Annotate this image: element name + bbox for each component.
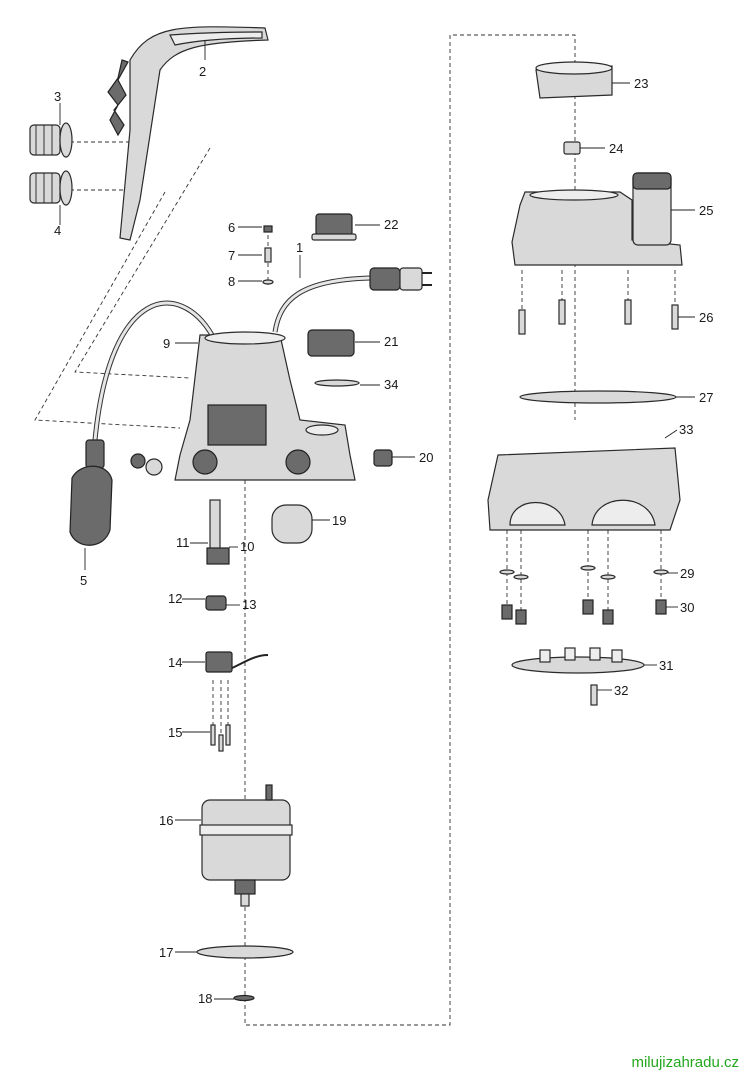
pump-chamber-25 xyxy=(511,172,683,266)
thread-cap-22 xyxy=(311,213,357,241)
callout-21: 21 xyxy=(384,334,398,349)
callout-4: 4 xyxy=(54,223,61,238)
callout-30: 30 xyxy=(680,600,694,615)
washer-18 xyxy=(233,994,255,1002)
small-fasteners xyxy=(262,225,274,285)
motor-16 xyxy=(199,784,293,907)
callout-10: 10 xyxy=(240,539,254,554)
callout-22: 22 xyxy=(384,217,398,232)
callout-7: 7 xyxy=(228,248,235,263)
float-switch xyxy=(69,300,215,546)
callout-27: 27 xyxy=(699,390,713,405)
assembly-guide-lines xyxy=(34,34,676,1026)
ring-17 xyxy=(196,945,294,959)
callout-16: 16 xyxy=(159,813,173,828)
callout-2: 2 xyxy=(199,64,206,79)
callout-20: 20 xyxy=(419,450,433,465)
hose-connector-4 xyxy=(29,170,73,206)
gasket-27 xyxy=(519,390,677,404)
shaft-10-11 xyxy=(206,499,230,565)
callout-24: 24 xyxy=(609,141,623,156)
callout-15: 15 xyxy=(168,725,182,740)
pump-housing xyxy=(174,331,356,481)
screws-15 xyxy=(210,724,231,752)
callout-29: 29 xyxy=(680,566,694,581)
callout-33: 33 xyxy=(679,422,693,437)
leader-lines xyxy=(59,40,695,1000)
callout-13: 13 xyxy=(242,597,256,612)
callout-9: 9 xyxy=(163,336,170,351)
seal-12-13 xyxy=(205,595,227,611)
bracket-14 xyxy=(205,651,269,673)
callout-3: 3 xyxy=(54,89,61,104)
side-caps xyxy=(130,453,163,476)
handle-part xyxy=(107,26,269,241)
callout-6: 6 xyxy=(228,220,235,235)
base-plate-31 xyxy=(511,647,645,674)
cylinder-filter-19 xyxy=(271,504,313,544)
base-33 xyxy=(487,447,681,531)
hose-connector-3 xyxy=(29,122,73,158)
screw-32 xyxy=(590,684,598,706)
callout-18: 18 xyxy=(198,991,212,1006)
callout-25: 25 xyxy=(699,203,713,218)
callout-26: 26 xyxy=(699,310,713,325)
thread-cap-21 xyxy=(307,329,355,357)
washers-29 xyxy=(499,565,669,580)
impeller-cover-23 xyxy=(535,61,613,99)
screws-26 xyxy=(518,299,679,335)
callout-32: 32 xyxy=(614,683,628,698)
callout-5: 5 xyxy=(80,573,87,588)
callout-labels: 1 2 3 4 5 6 7 8 9 10 11 12 13 14 15 16 1… xyxy=(54,64,713,1006)
callout-31: 31 xyxy=(659,658,673,673)
nut-24 xyxy=(563,141,581,155)
callout-14: 14 xyxy=(168,655,182,670)
callout-23: 23 xyxy=(634,76,648,91)
feet-30 xyxy=(501,599,667,625)
callout-19: 19 xyxy=(332,513,346,528)
callout-11: 11 xyxy=(176,535,190,550)
callout-17: 17 xyxy=(159,945,173,960)
callout-1: 1 xyxy=(296,240,303,255)
callout-8: 8 xyxy=(228,274,235,289)
side-valve xyxy=(373,449,393,467)
callout-12: 12 xyxy=(168,591,182,606)
watermark-text: milujizahradu.cz xyxy=(631,1054,739,1071)
callout-34: 34 xyxy=(384,377,398,392)
seal-ring-34 xyxy=(314,379,360,387)
power-cable xyxy=(272,267,432,333)
